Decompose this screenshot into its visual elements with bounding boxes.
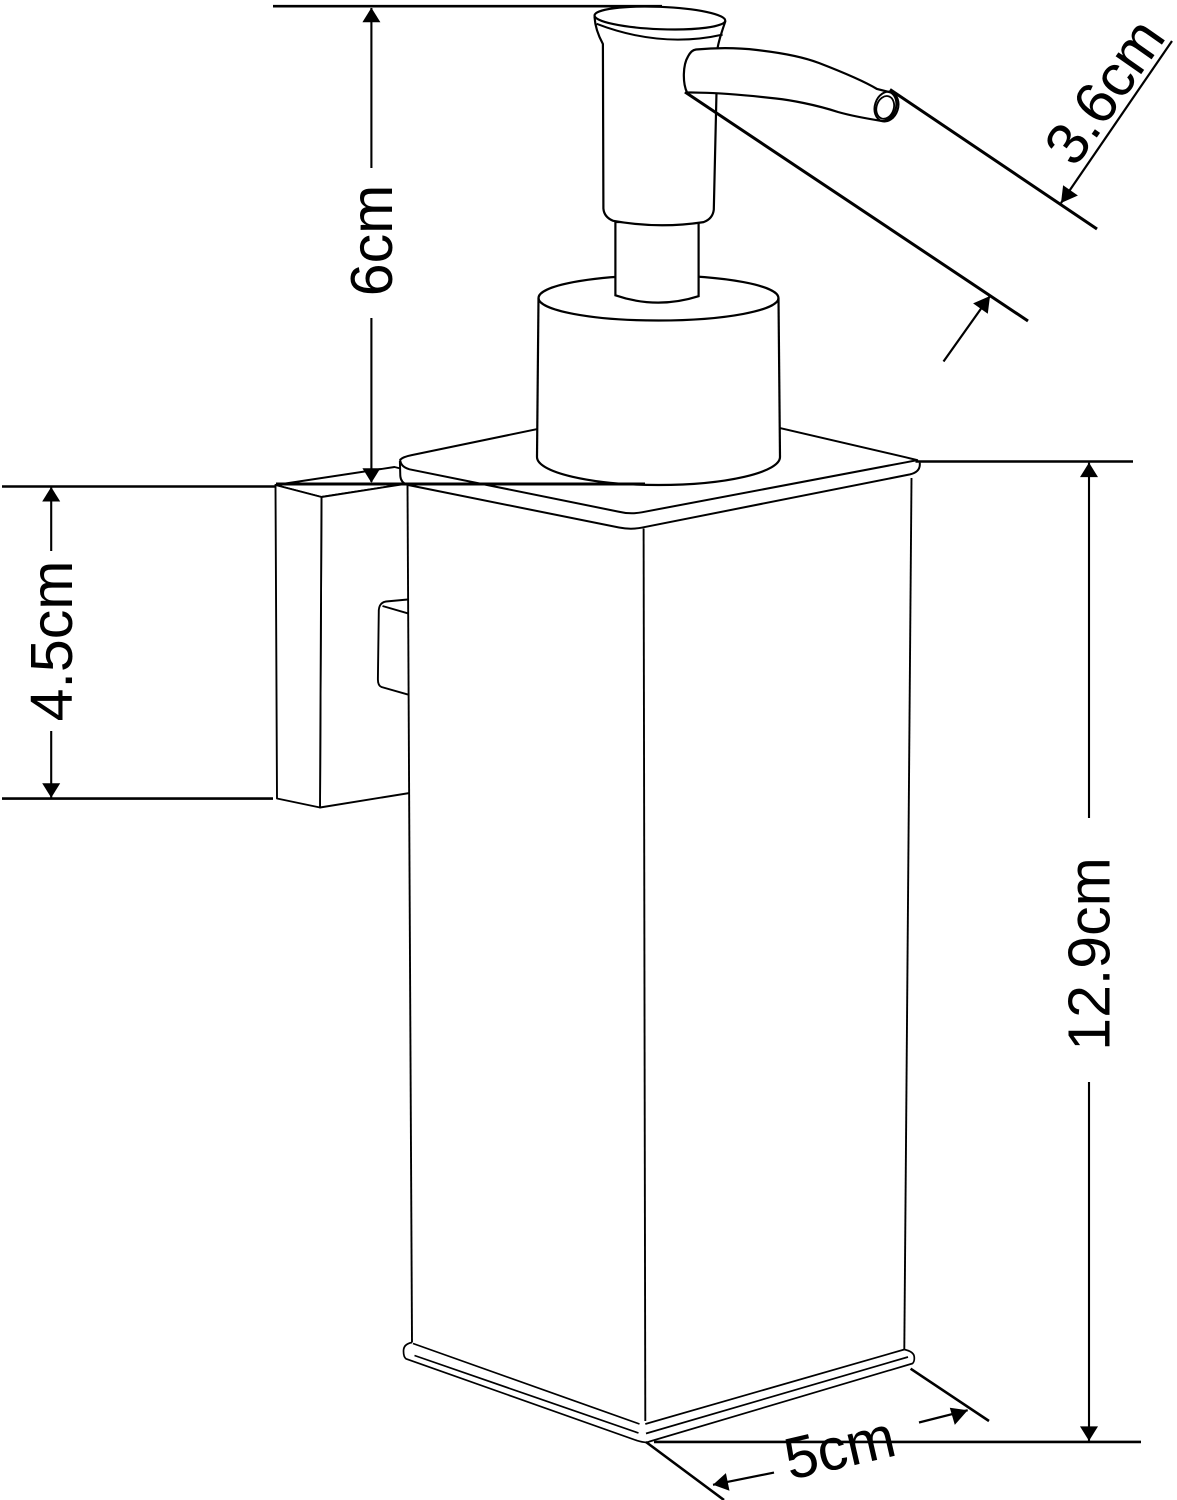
svg-text:6cm: 6cm	[339, 185, 405, 296]
svg-text:4.5cm: 4.5cm	[19, 561, 85, 722]
svg-text:12.9cm: 12.9cm	[1057, 857, 1123, 1050]
